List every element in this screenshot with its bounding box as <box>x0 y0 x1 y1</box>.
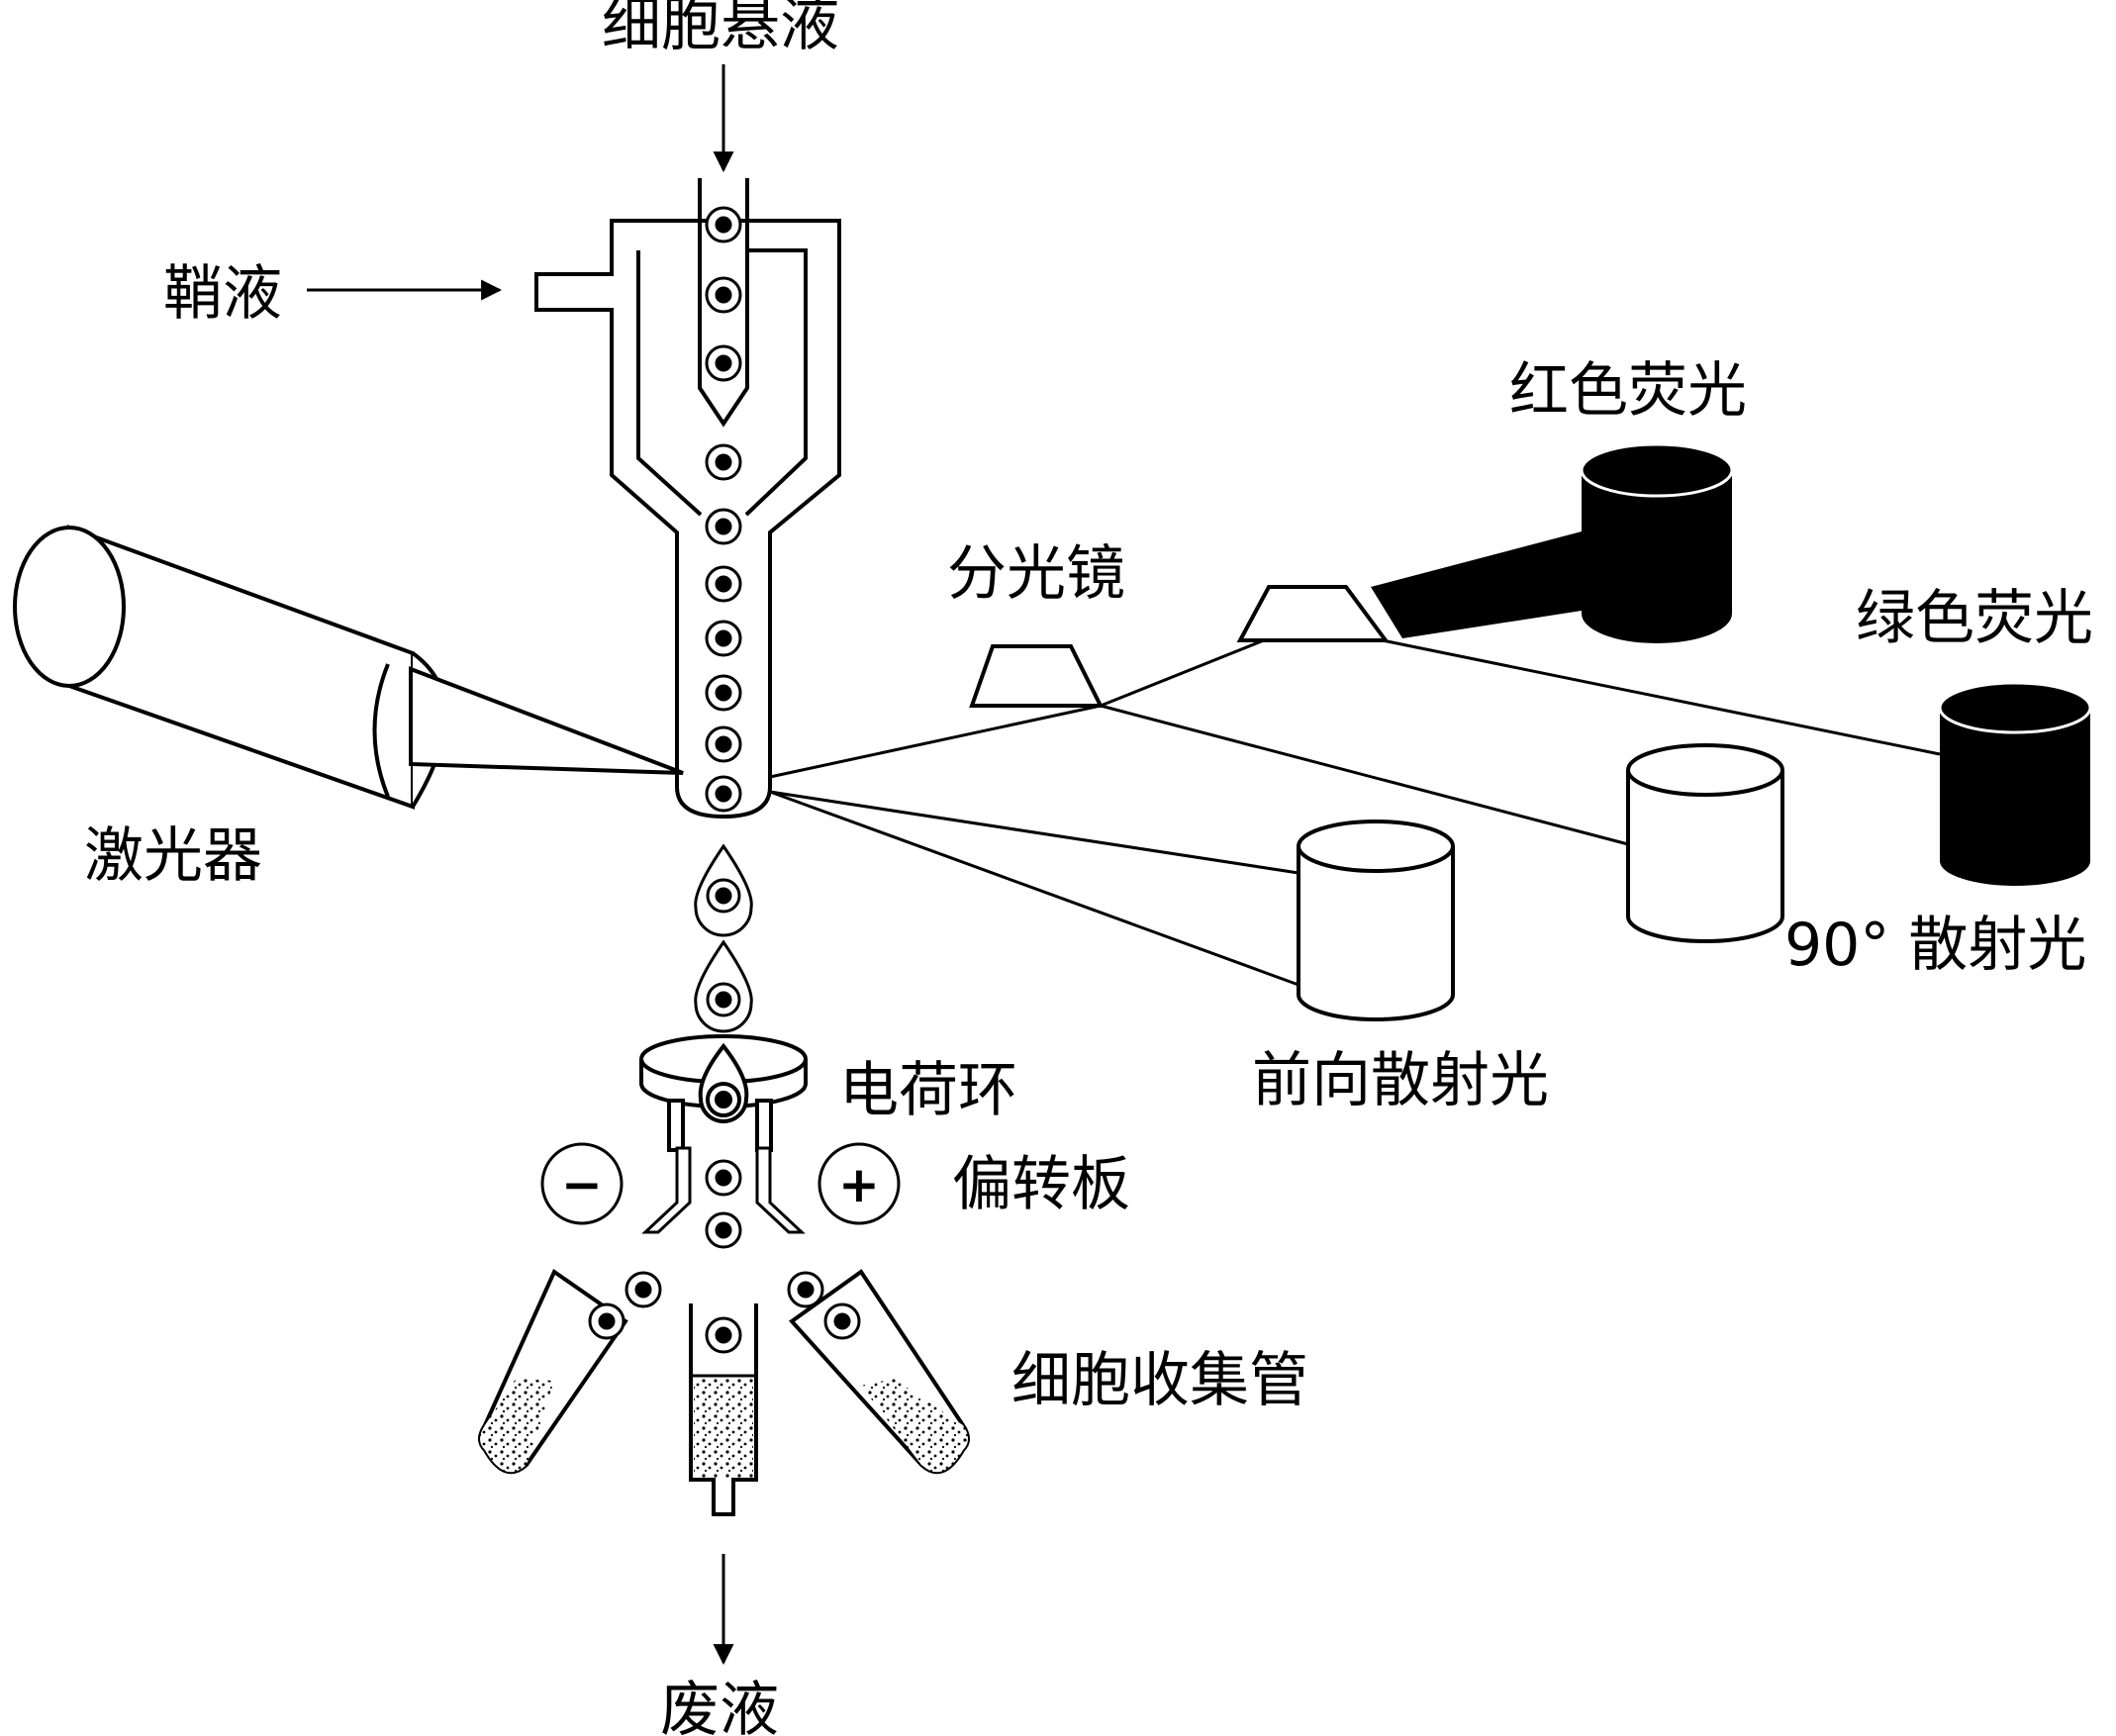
red-fluorescence-detector <box>1580 442 1734 643</box>
negative-plate: − <box>540 1142 624 1225</box>
positive-symbol: + <box>838 1156 880 1213</box>
label-green-fluorescence: 绿色荧光 <box>1856 584 2093 653</box>
droplet <box>694 843 753 937</box>
collection-tubes <box>478 1268 970 1516</box>
red-fluorescence-beam <box>1371 531 1582 638</box>
negative-symbol: − <box>561 1156 603 1213</box>
label-side-scatter: 90° 散射光 <box>1784 911 2086 980</box>
forward-scatter-detector <box>1297 820 1455 1021</box>
label-cell-suspension: 细胞悬液 <box>602 0 839 59</box>
left-collection-tube <box>478 1268 662 1475</box>
side-scatter-detector <box>1626 743 1784 943</box>
label-charging-ring: 电荷环 <box>839 1056 1017 1125</box>
label-waste: 废液 <box>660 1676 779 1736</box>
label-beam-splitter: 分光镜 <box>947 539 1125 609</box>
positive-plate: + <box>818 1142 901 1225</box>
green-fluorescence-detector <box>1938 681 2092 886</box>
beam-splitter-1 <box>969 644 1105 708</box>
droplets <box>694 843 753 1033</box>
flow-chamber <box>534 178 841 820</box>
light-paths <box>769 636 1941 987</box>
right-collection-tube <box>787 1269 970 1475</box>
deflection-plates: − + <box>540 1142 901 1249</box>
cells-in-chamber <box>705 206 742 813</box>
label-red-fluorescence: 红色荧光 <box>1509 356 1747 426</box>
laser <box>13 525 684 810</box>
label-sheath-fluid: 鞘液 <box>163 259 282 329</box>
label-deflection-plates: 偏转板 <box>952 1150 1130 1219</box>
beam-splitter-2 <box>1236 585 1390 642</box>
center-collection-tube <box>689 1303 758 1516</box>
charging-ring <box>639 1034 808 1152</box>
label-laser: 激光器 <box>84 821 262 891</box>
label-collection-tubes: 细胞收集管 <box>1011 1346 1308 1415</box>
label-forward-scatter: 前向散射光 <box>1252 1046 1549 1115</box>
droplet <box>694 939 753 1033</box>
